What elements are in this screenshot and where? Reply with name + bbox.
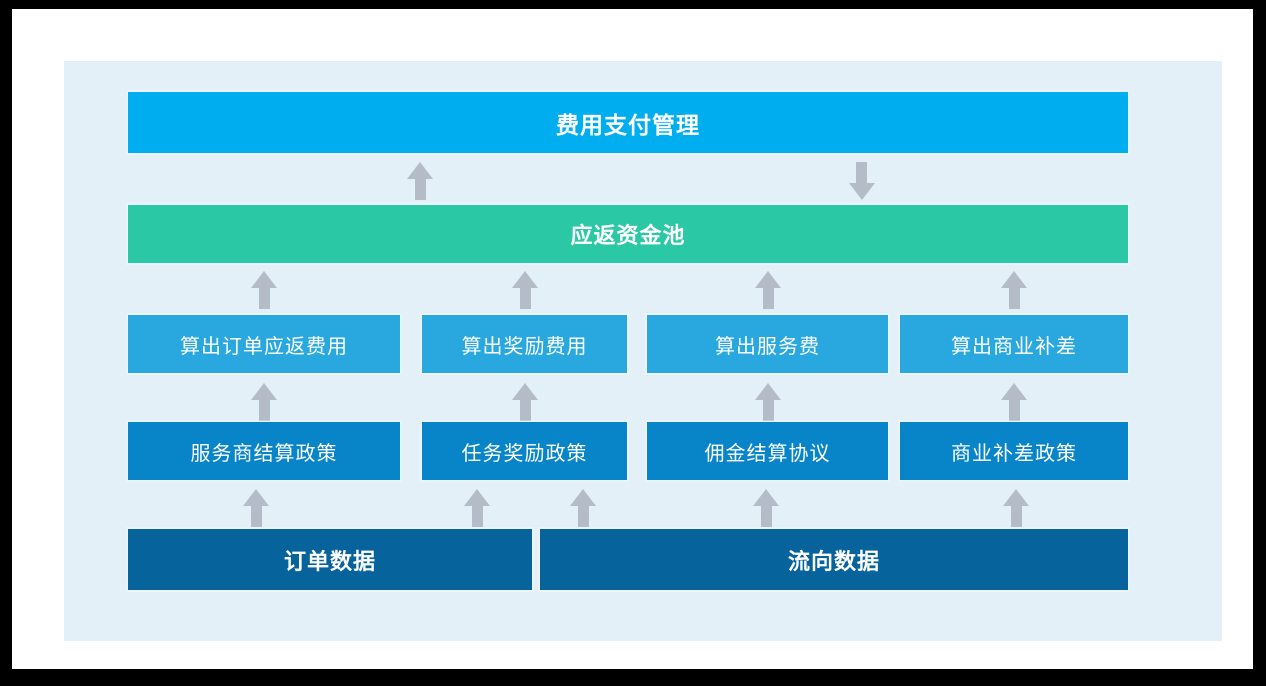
up-arrow-icon <box>251 383 277 421</box>
up-arrow-icon <box>512 383 538 421</box>
node-label: 订单数据 <box>283 548 376 574</box>
node-label: 服务商结算政策 <box>190 442 338 465</box>
node-calc-commercial-subsidy: 算出商业补差 <box>900 315 1128 373</box>
node-label: 应返资金池 <box>570 223 686 248</box>
node-provider-settlement-policy: 服务商结算政策 <box>128 422 400 480</box>
node-commercial-subsidy-policy: 商业补差政策 <box>900 422 1128 480</box>
up-arrow-icon <box>1001 383 1027 421</box>
up-arrow-icon <box>755 271 781 309</box>
node-label: 费用支付管理 <box>556 111 700 138</box>
node-label: 佣金结算协议 <box>704 442 831 465</box>
node-label: 算出奖励费用 <box>461 335 588 358</box>
node-label: 流向数据 <box>787 548 880 574</box>
node-calc-service-fee: 算出服务费 <box>647 315 888 373</box>
up-arrow-icon <box>570 489 596 527</box>
up-arrow-icon <box>251 271 277 309</box>
node-commission-settlement-agreement: 佣金结算协议 <box>647 422 888 480</box>
node-label: 任务奖励政策 <box>461 442 588 465</box>
node-label: 算出服务费 <box>715 335 820 358</box>
node-flow-data: 流向数据 <box>540 529 1128 590</box>
node-label: 算出订单应返费用 <box>180 335 348 358</box>
node-order-data: 订单数据 <box>128 529 532 590</box>
up-arrow-icon <box>1001 271 1027 309</box>
node-calc-order-refund-fee: 算出订单应返费用 <box>128 315 400 373</box>
up-arrow-icon <box>1003 489 1029 527</box>
node-task-reward-policy: 任务奖励政策 <box>422 422 627 480</box>
up-arrow-icon <box>243 489 269 527</box>
up-arrow-icon <box>755 383 781 421</box>
node-fee-payment-management: 费用支付管理 <box>128 92 1128 153</box>
up-arrow-icon <box>512 271 538 309</box>
node-label: 商业补差政策 <box>951 442 1077 465</box>
node-calc-reward-fee: 算出奖励费用 <box>422 315 627 373</box>
down-arrow-icon <box>849 162 875 200</box>
up-arrow-icon <box>753 489 779 527</box>
up-arrow-icon <box>464 489 490 527</box>
node-refund-fund-pool: 应返资金池 <box>128 205 1128 263</box>
up-arrow-icon <box>407 162 433 200</box>
node-label: 算出商业补差 <box>951 335 1077 358</box>
